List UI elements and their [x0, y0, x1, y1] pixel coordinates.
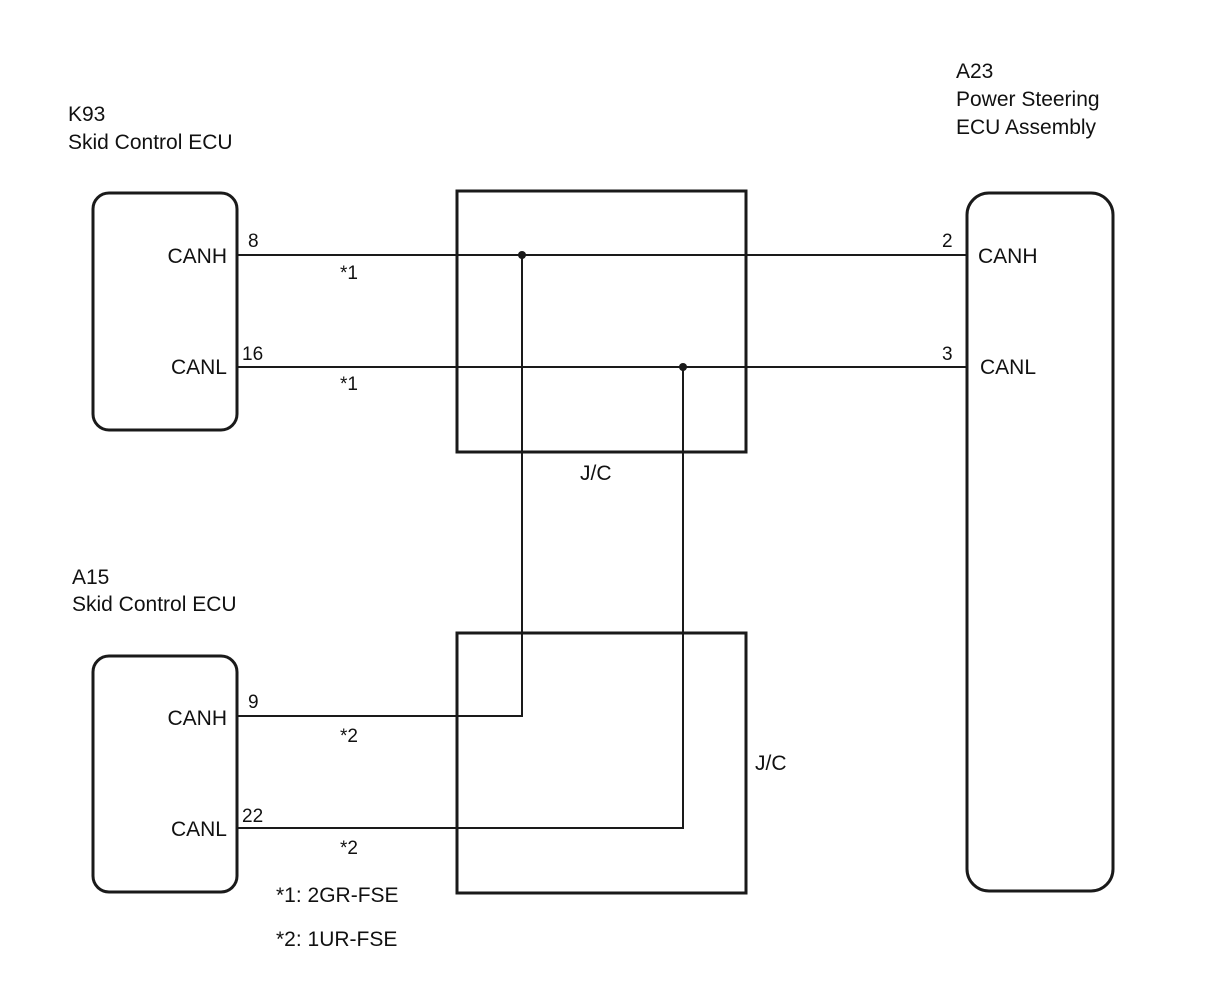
- k93-canl-pin: 16: [242, 344, 263, 365]
- k93-canh-label: CANH: [167, 245, 227, 268]
- canl-branch-wire: [237, 367, 684, 829]
- a15-name: Skid Control ECU: [72, 593, 237, 616]
- a15-canh-pin: 9: [248, 692, 259, 713]
- junction-upper-label: J/C: [580, 462, 612, 485]
- a15-code: A15: [72, 566, 109, 589]
- wire-mark-k93-canh: *1: [340, 263, 358, 284]
- canl-splice-point: [679, 363, 687, 371]
- a23-ecu: A23 Power Steering ECU Assembly CANH CAN…: [942, 60, 1115, 893]
- a15-canh-label: CANH: [167, 707, 227, 730]
- a15-connector-body: [91, 654, 239, 894]
- a15-canl-pin: 22: [242, 806, 263, 827]
- canh-splice-point: [518, 251, 526, 259]
- k93-code: K93: [68, 103, 105, 126]
- k93-ecu: K93 Skid Control ECU CANH CANL 8 16: [68, 103, 263, 432]
- a23-canh-label: CANH: [978, 245, 1038, 268]
- k93-name: Skid Control ECU: [68, 131, 233, 154]
- a23-canh-pin: 2: [942, 231, 953, 252]
- a23-connector-body: [965, 191, 1115, 893]
- wire-mark-k93-canl: *1: [340, 374, 358, 395]
- note-2: *2: 1UR-FSE: [276, 928, 397, 951]
- a15-canl-label: CANL: [171, 818, 227, 841]
- k93-connector-body: [91, 191, 239, 432]
- a23-name-line1: Power Steering: [956, 88, 1100, 111]
- wire-mark-a15-canh: *2: [340, 726, 358, 747]
- a23-canl-pin: 3: [942, 344, 953, 365]
- a23-code: A23: [956, 60, 993, 83]
- k93-canl-label: CANL: [171, 356, 227, 379]
- a15-ecu: A15 Skid Control ECU CANH CANL 9 22: [72, 566, 263, 894]
- a23-canl-label: CANL: [980, 356, 1036, 379]
- junction-connector-upper: [455, 189, 748, 454]
- junction-connector-lower: [455, 631, 748, 895]
- a23-name-line2: ECU Assembly: [956, 116, 1097, 139]
- wire-mark-a15-canl: *2: [340, 838, 358, 859]
- junction-lower-label: J/C: [755, 752, 787, 775]
- k93-canh-pin: 8: [248, 231, 259, 252]
- canh-branch-wire: [237, 255, 523, 717]
- note-1: *1: 2GR-FSE: [276, 884, 399, 907]
